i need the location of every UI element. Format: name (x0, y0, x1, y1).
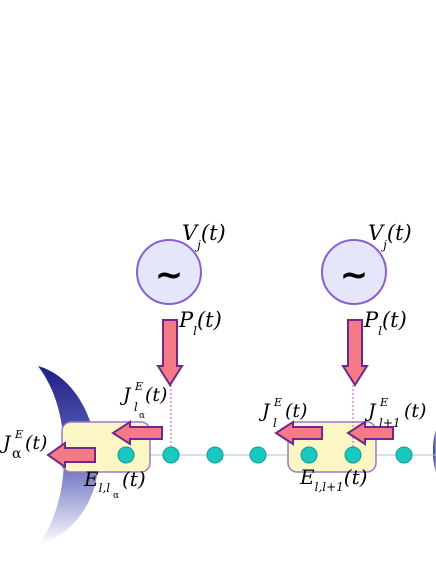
site (344, 446, 362, 464)
site (249, 446, 267, 464)
chain-sites (117, 446, 413, 464)
energy-label-left: El,lα(t) (83, 467, 146, 501)
site (162, 446, 180, 464)
site (206, 446, 224, 464)
power-arrow-right (341, 319, 369, 387)
power-label-right: Pl(t) (363, 308, 407, 338)
sine-wave-tilde-icon: ~ (155, 255, 184, 295)
current-arrow-right-right (346, 420, 394, 446)
site (395, 446, 413, 464)
energy-label-right: El,l+1(t) (299, 465, 367, 494)
power-arrow-left (156, 319, 184, 387)
site (117, 446, 135, 464)
power-label-left: Pl(t) (178, 308, 222, 338)
source-left (136, 239, 202, 305)
right-reservoir (433, 430, 436, 472)
voltage-label-left: Vj(t) (182, 221, 226, 252)
current-arrow-reservoir (46, 441, 96, 469)
current-arrow-left-inner (111, 420, 163, 446)
voltage-label-right: Vj(t) (368, 221, 412, 252)
site (300, 446, 318, 464)
current-arrow-right-left (274, 420, 323, 446)
source-right (321, 239, 387, 305)
sine-wave-tilde-icon: ~ (340, 255, 369, 295)
